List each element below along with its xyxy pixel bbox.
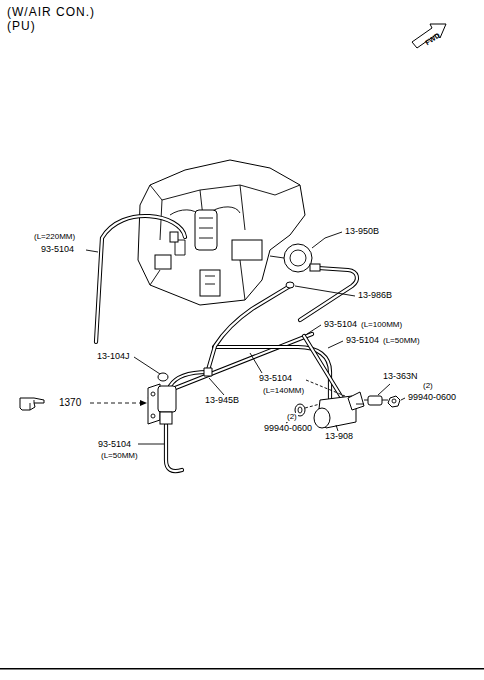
vacuum-actuator <box>270 244 320 272</box>
quantity: (2) <box>422 382 434 391</box>
leader-lines <box>86 232 405 444</box>
part-number: 13-945B <box>204 396 240 406</box>
part-number: 93-5104 <box>97 440 132 450</box>
reference-number: 1370 <box>58 397 82 408</box>
reference-hand <box>20 398 44 410</box>
vacuum-hoses <box>96 216 357 471</box>
solenoid-valve <box>314 392 364 428</box>
part-number: 93-5104 <box>323 320 358 330</box>
hose-joint <box>286 282 294 288</box>
dimension: (L=50MM) <box>100 452 139 461</box>
part-number: 13-986B <box>357 291 393 301</box>
part-number: 13-908 <box>324 432 354 442</box>
quantity: (2) <box>286 413 298 422</box>
part-number: 93-5104 <box>40 245 75 255</box>
part-number: 99940-0600 <box>263 424 313 434</box>
part-number: 99940-0600 <box>407 393 457 403</box>
dimension: (L=100MM) <box>360 321 403 330</box>
part-number: 93-5104 <box>258 374 293 384</box>
dimension: (L=140MM) <box>262 387 305 396</box>
part-number: 13-363N <box>382 372 419 382</box>
part-number: 13-950B <box>344 227 380 237</box>
part-number: 13-104J <box>96 352 131 362</box>
header-note: (PU) <box>6 20 37 33</box>
nut <box>295 396 400 416</box>
solenoid-valve-bracket <box>148 373 176 424</box>
dashed-assembly-line <box>305 380 345 408</box>
engine-outline <box>138 160 305 305</box>
dimension: (L=50MM) <box>382 337 421 346</box>
filter <box>364 396 388 405</box>
header-note: (W/AIR CON.) <box>6 6 96 19</box>
part-number: 93-5104 <box>345 336 380 346</box>
bottom-rule <box>0 668 484 670</box>
t-fitting <box>204 368 212 376</box>
reference-arrow <box>90 403 140 404</box>
reference-arrowhead <box>140 400 147 406</box>
dimension: (L=220MM) <box>33 233 76 242</box>
fwd-arrow <box>412 24 446 48</box>
